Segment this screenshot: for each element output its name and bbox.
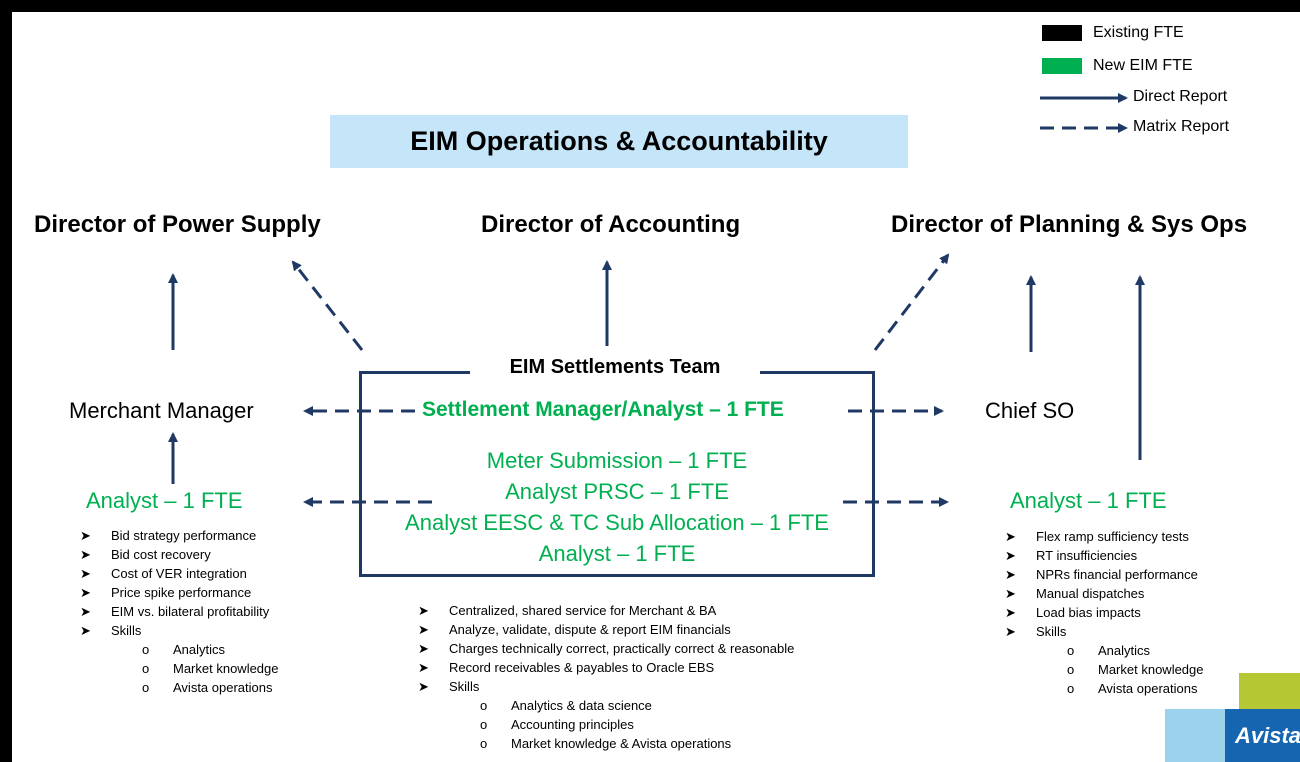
right-analyst: Analyst – 1 FTE [1010,488,1167,513]
director-power-supply: Director of Power Supply [34,211,321,238]
legend-label-new: New EIM FTE [1093,57,1193,74]
left-analyst: Analyst – 1 FTE [86,488,243,513]
legend-label-existing: Existing FTE [1093,24,1184,41]
list-item: ➤Cost of VER integration [80,566,247,581]
right-bullet-list: ➤Flex ramp sufficiency tests ➤RT insuffi… [1005,527,1204,698]
avista-logo-text: Avista [1235,723,1300,748]
arrow-team-to-planning [873,253,950,351]
legend-label-direct: Direct Report [1133,88,1228,105]
list-item: ➤NPRs financial performance [1005,567,1198,582]
list-item: ➤Centralized, shared service for Merchan… [418,603,717,618]
director-accounting: Director of Accounting [481,211,741,238]
title-box: EIM Operations & Accountability [330,115,908,168]
team-role: Analyst – 1 FTE [538,541,696,566]
avista-logo: Avista [1225,709,1300,762]
list-item: ➤Flex ramp sufficiency tests [1005,529,1189,544]
list-item: ➤Bid cost recovery [80,547,211,562]
center-bullet-list: ➤Centralized, shared service for Merchan… [418,601,794,753]
list-item: ➤Record receivables & payables to Oracle… [418,660,715,675]
list-item: ➤Analyze, validate, dispute & report EIM… [418,622,731,637]
list-item: ➤RT insufficiencies [1005,548,1138,563]
legend-swatch-existing [1042,25,1082,41]
legend-label-matrix: Matrix Report [1133,118,1230,135]
director-planning: Director of Planning & Sys Ops [891,211,1248,238]
arrow-team-to-power-supply [291,260,364,351]
left-bullet-list: ➤Bid strategy performance ➤Bid cost reco… [80,526,279,697]
page-title: EIM Operations & Accountability [410,126,828,156]
settlement-manager: Settlement Manager/Analyst – 1 FTE [422,398,784,421]
logo-green-block [1239,673,1300,709]
logo-light-block [1165,709,1235,762]
team-role: Meter Submission – 1 FTE [486,448,748,473]
list-item: ➤Skills [1005,624,1067,639]
list-item: ➤Skills [80,623,142,638]
list-item: ➤Bid strategy performance [80,528,257,543]
list-item: ➤Load bias impacts [1005,605,1141,620]
legend-swatch-new [1042,58,1082,74]
merchant-manager: Merchant Manager [69,398,254,423]
list-item: ➤Price spike performance [80,585,252,600]
chief-so: Chief SO [985,398,1075,423]
list-item: ➤Manual dispatches [1005,586,1145,601]
team-role: Analyst PRSC – 1 FTE [505,479,729,504]
list-item: ➤EIM vs. bilateral profitability [80,604,270,619]
settlements-team-label: EIM Settlements Team [470,356,760,379]
team-role: Analyst EESC & TC Sub Allocation – 1 FTE [405,510,829,535]
list-item: ➤Skills [418,679,480,694]
list-item: ➤Charges technically correct, practicall… [418,641,795,656]
